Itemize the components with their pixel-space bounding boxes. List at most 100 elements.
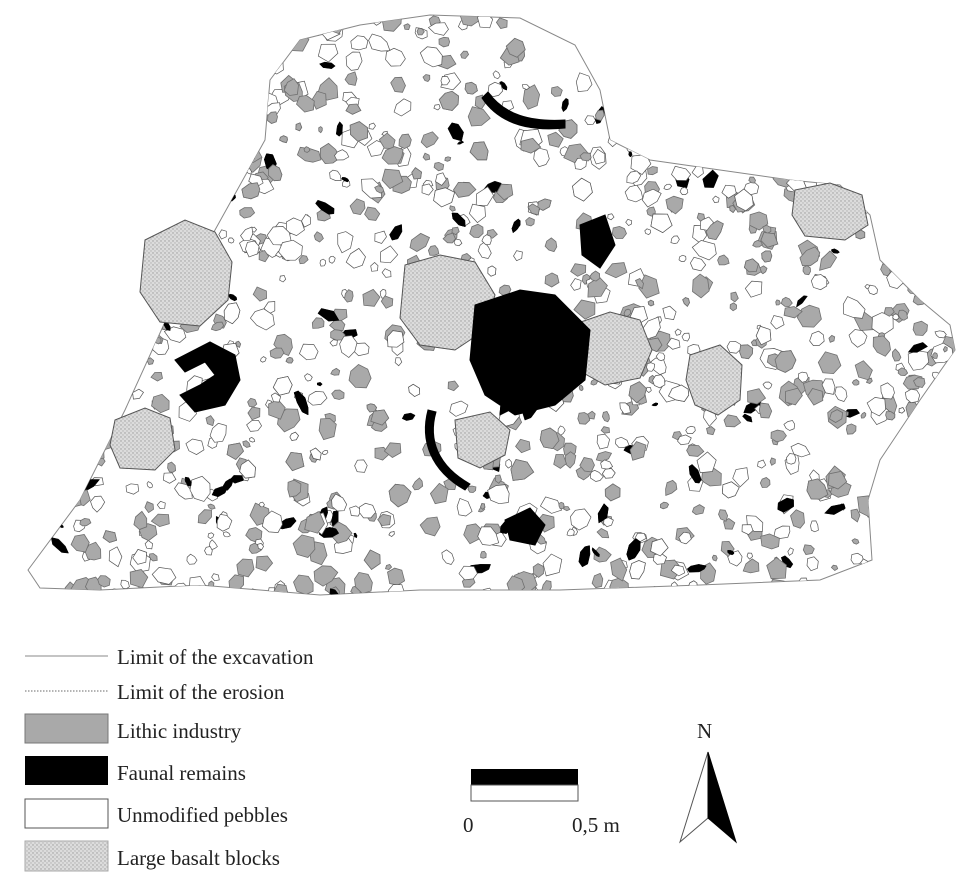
legend-label: Limit of the erosion	[117, 680, 285, 704]
lithic-piece	[150, 513, 170, 528]
basalt-swatch	[24, 840, 109, 872]
lithic-piece	[796, 304, 822, 328]
pebble	[319, 258, 327, 267]
lithic-piece	[629, 441, 647, 461]
lithic-piece	[438, 90, 459, 111]
pebble	[298, 343, 319, 361]
pebble	[307, 391, 328, 406]
legend-item-pebbles: Unmodified pebbles	[24, 798, 288, 829]
lithic-piece	[539, 427, 560, 450]
pebble	[575, 72, 593, 92]
pebble	[388, 531, 395, 537]
faunal-piece	[651, 402, 659, 407]
lithic-piece	[897, 367, 909, 377]
pebble	[655, 352, 666, 362]
pebble	[592, 148, 606, 165]
pebble	[345, 51, 363, 71]
faunal-piece	[499, 81, 508, 91]
pebble	[513, 250, 523, 262]
pebble	[487, 265, 497, 277]
faunal-piece	[511, 218, 521, 234]
lithic-piece	[570, 263, 587, 277]
pebble	[331, 493, 348, 512]
lithic-piece	[883, 307, 895, 317]
faunal-piece	[401, 412, 416, 421]
lithic-piece	[383, 442, 402, 458]
lithic-piece	[412, 477, 424, 491]
lithic-piece	[102, 530, 118, 543]
pebble	[211, 573, 220, 582]
pebble	[328, 255, 336, 264]
lithic-piece	[706, 426, 716, 436]
lithic-piece	[780, 296, 793, 308]
pebble	[260, 356, 267, 363]
pebble	[120, 579, 130, 589]
pebble	[257, 542, 265, 551]
pebble	[368, 122, 376, 130]
lithic-piece	[496, 183, 514, 201]
lithic-piece	[536, 513, 555, 533]
lithic-piece	[527, 203, 540, 216]
faunal-piece	[628, 151, 633, 158]
pebble	[821, 378, 836, 395]
pebble	[393, 98, 412, 117]
lithic-piece	[467, 106, 491, 127]
lithic-piece	[304, 510, 325, 534]
lithic-piece	[449, 205, 456, 212]
lithic-piece	[416, 27, 425, 36]
north-arrow: N	[679, 719, 737, 844]
faunal-piece	[561, 97, 569, 113]
lithic-piece	[692, 273, 710, 299]
lithic-piece	[851, 379, 860, 386]
faunal-piece	[796, 295, 808, 308]
pebble	[644, 228, 651, 236]
lithic-piece	[349, 198, 366, 216]
pebble	[151, 567, 177, 585]
pebble	[408, 383, 421, 397]
lithic-piece	[226, 442, 244, 461]
legend-label: Faunal remains	[117, 761, 246, 785]
lithic-piece	[806, 478, 829, 500]
lithic-piece	[480, 550, 487, 559]
pebble	[132, 388, 144, 400]
lithic-piece	[510, 459, 535, 481]
pebble	[867, 284, 878, 295]
pebble	[385, 47, 406, 67]
faunal-piece	[451, 212, 466, 228]
pebble	[685, 425, 696, 434]
pebble	[270, 392, 282, 403]
lithic-piece	[403, 23, 411, 31]
lithic-piece	[79, 517, 92, 527]
lithic-piece	[851, 538, 860, 545]
faunal-large-remains	[174, 91, 616, 546]
lithic-piece	[411, 167, 422, 180]
faunal-piece	[597, 503, 609, 524]
lithic-piece	[70, 534, 90, 553]
lithic-piece	[802, 265, 811, 276]
pebble	[850, 552, 865, 565]
legend-label: Lithic industry	[117, 719, 242, 743]
lithic-piece	[381, 146, 404, 165]
pebble	[505, 458, 512, 469]
lithic-piece	[296, 146, 322, 163]
pebble	[427, 22, 449, 36]
pebble	[239, 459, 256, 479]
pebble	[642, 188, 662, 208]
lithic-piece	[647, 299, 655, 307]
lithic-piece	[515, 438, 531, 454]
faunal-piece	[831, 248, 840, 254]
pebble	[246, 420, 263, 432]
pebble	[722, 481, 740, 499]
pebble	[207, 532, 215, 540]
lithic-piece	[682, 297, 690, 307]
lithic-piece	[563, 506, 571, 512]
pebble	[477, 526, 500, 546]
lithic-piece	[912, 320, 928, 336]
lithic-piece	[381, 168, 404, 190]
faunal-piece	[777, 497, 794, 513]
pebble	[746, 552, 754, 560]
pebble	[677, 434, 692, 446]
lithic-piece	[239, 207, 256, 219]
pebble	[477, 241, 492, 259]
pebble	[449, 400, 469, 417]
